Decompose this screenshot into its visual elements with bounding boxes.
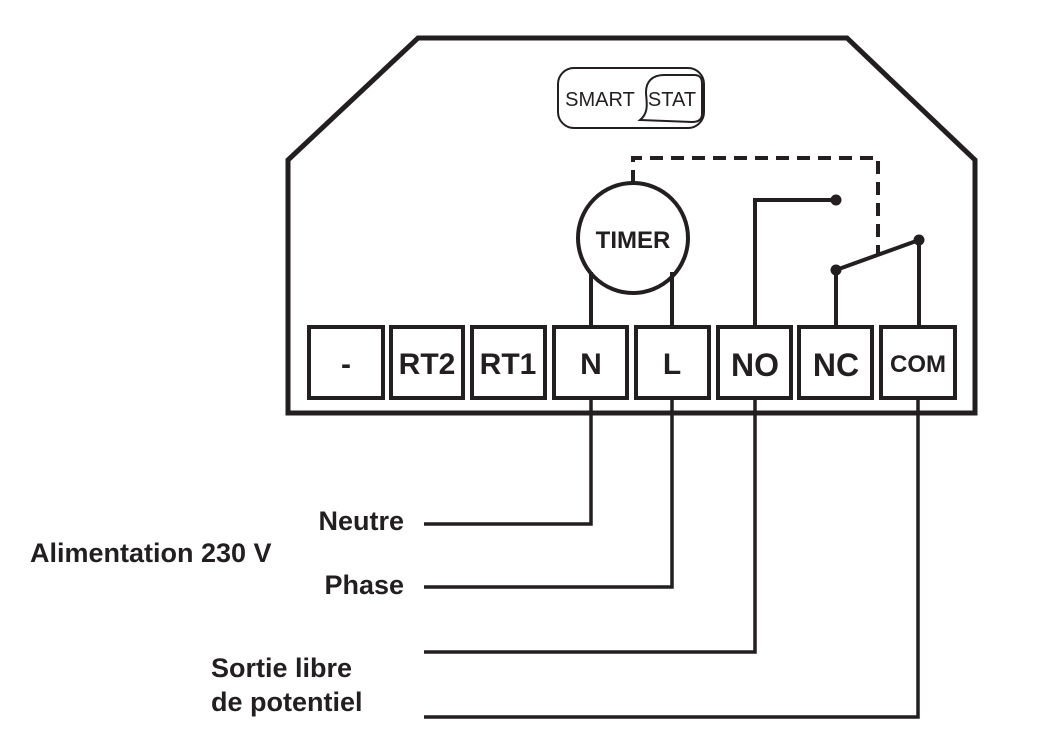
terminal-com-label: COM <box>890 351 946 378</box>
label-phase: Phase <box>324 570 404 600</box>
label-neutre: Neutre <box>318 506 404 536</box>
terminal-l-label: L <box>663 348 681 381</box>
terminal-n <box>552 325 629 400</box>
terminal-n-label: N <box>580 348 602 381</box>
label-sortie-line2: de potentiel <box>211 687 363 717</box>
terminal-minus <box>307 325 385 400</box>
terminal-block: - RT2 RT1 N L NO NC COM <box>307 325 957 400</box>
wire-neutre <box>424 398 593 526</box>
logo-text-smart: SMART <box>565 89 635 111</box>
label-alimentation: Alimentation 230 V <box>30 538 272 568</box>
terminal-no-label: NO <box>731 347 779 383</box>
terminal-no <box>716 325 793 400</box>
wire-phase <box>424 398 674 589</box>
label-sortie-line1: Sortie libre <box>211 653 352 683</box>
terminal-minus-label: - <box>341 348 351 381</box>
terminal-nc-label: NC <box>813 347 859 383</box>
logo-text-stat: STAT <box>648 89 696 111</box>
terminal-rt1 <box>470 325 547 400</box>
terminal-nc <box>797 325 874 400</box>
timer-label: TIMER <box>596 227 671 254</box>
smartstat-logo: SMART STAT <box>557 67 705 129</box>
wire-com <box>424 398 920 719</box>
terminal-rt2-label: RT2 <box>399 348 456 381</box>
relay-switch <box>753 194 925 327</box>
terminal-rt1-label: RT1 <box>480 348 537 381</box>
terminal-rt2 <box>389 325 465 400</box>
wire-no <box>424 398 757 654</box>
timer-circle <box>576 181 690 295</box>
terminal-l <box>634 325 711 400</box>
terminal-com <box>879 325 957 400</box>
device-housing <box>285 35 978 416</box>
timer-relay-dashed-link <box>631 156 880 255</box>
